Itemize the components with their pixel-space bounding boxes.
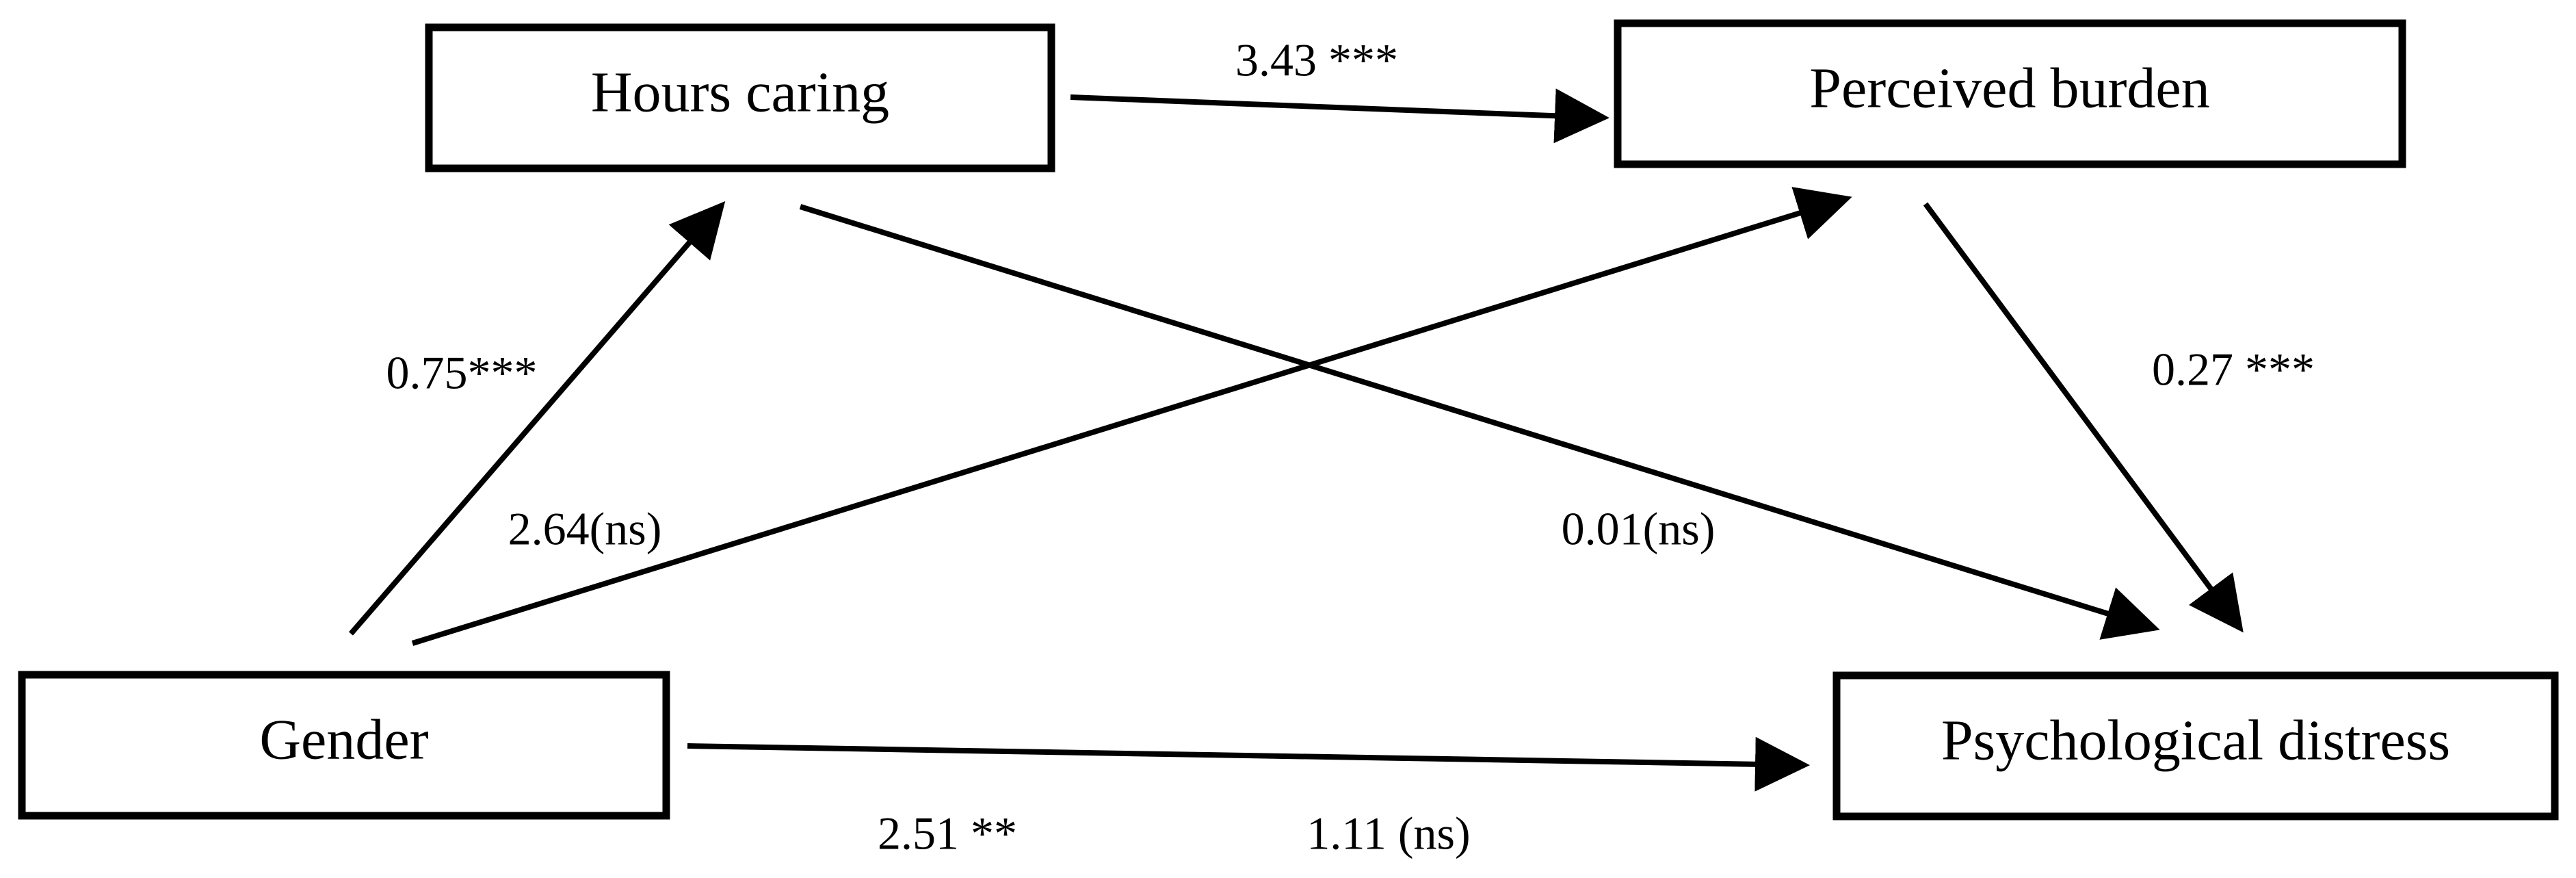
arrow-gender-to-burden <box>411 187 1852 646</box>
node-label-perceived-burden: Perceived burden <box>1809 56 2209 120</box>
node-box-gender <box>18 671 670 820</box>
arrow-burden-to-distress <box>1923 202 2244 633</box>
node-label-hours-caring: Hours caring <box>591 60 889 124</box>
arrow-gender-to-distress <box>687 736 1810 792</box>
node-box-hours-caring <box>425 23 1055 172</box>
arrow-hours-to-distress <box>799 204 2160 640</box>
node-box-psychological-distress <box>1832 671 2559 821</box>
node-label-gender: Gender <box>259 708 428 771</box>
arrow-hours-to-burden <box>1070 88 1609 144</box>
coef-gender-to-distress-direct: 1.11 (ns) <box>1306 808 1470 860</box>
coef-gender-to-burden: 2.64(ns) <box>508 503 662 555</box>
coef-hours-to-burden: 3.43 *** <box>1235 34 1398 86</box>
coef-gender-to-hours: 0.75*** <box>386 347 538 399</box>
coef-burden-to-distress: 0.27 *** <box>2152 344 2315 396</box>
arrow-gender-to-hours <box>348 201 726 636</box>
node-label-psychological-distress: Psychological distress <box>1941 708 2450 772</box>
node-box-perceived-burden <box>1614 19 2406 168</box>
coef-gender-to-distress-total: 2.51 ** <box>878 808 1017 860</box>
coef-hours-to-distress: 0.01(ns) <box>1562 503 1716 555</box>
